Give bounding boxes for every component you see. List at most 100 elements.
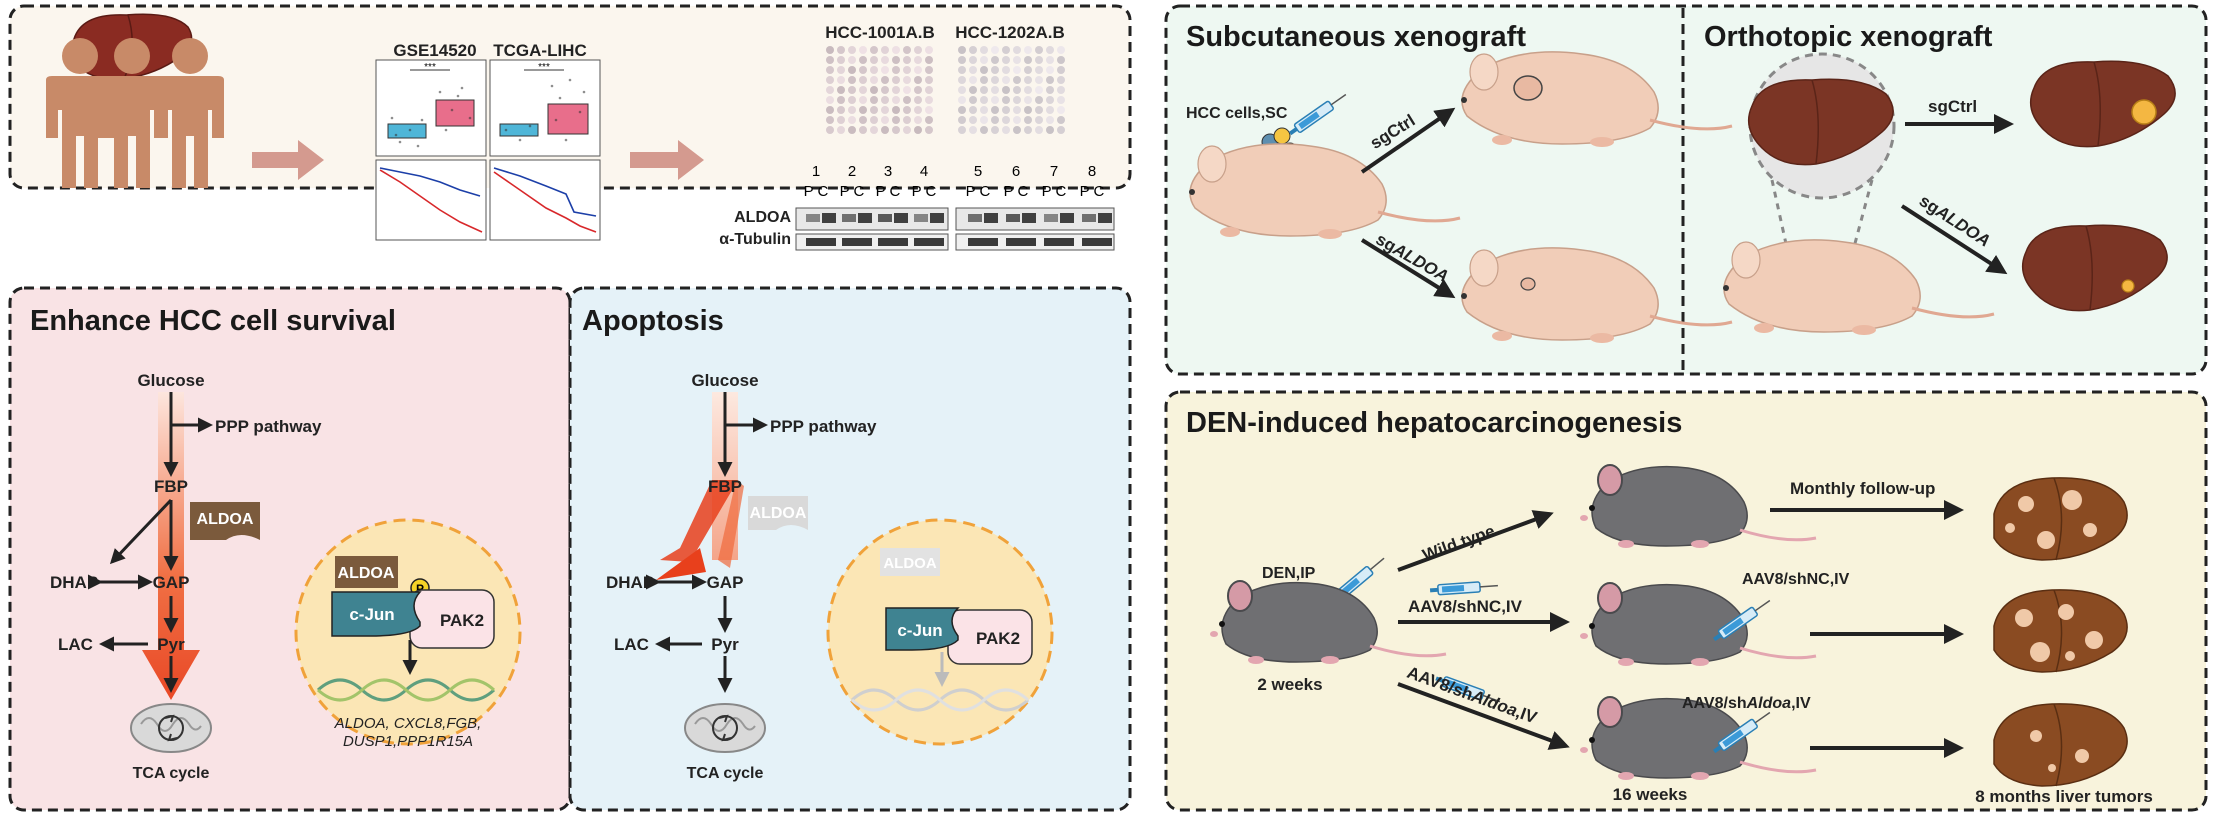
lane-pc-label: P C xyxy=(912,183,937,200)
survival-panel: Enhance HCC cell survival Glucose PPP pa… xyxy=(8,286,572,812)
tma-spot xyxy=(1013,106,1021,114)
survival-genes-1: ALDOA, CXCL8,FGB, xyxy=(334,715,482,732)
den-monthly: Monthly follow-up xyxy=(1790,479,1935,498)
lane-number: 2 xyxy=(848,163,856,180)
tma-spot xyxy=(925,56,933,64)
tma-spot xyxy=(881,56,889,64)
survival-title: Enhance HCC cell survival xyxy=(30,305,396,337)
tma-spot xyxy=(1057,56,1065,64)
tma-spot xyxy=(881,46,889,54)
blot-band xyxy=(1082,238,1112,246)
tma-spot xyxy=(980,96,988,104)
tma-spot xyxy=(991,86,999,94)
dna-helix xyxy=(316,678,496,702)
tma-spot xyxy=(826,126,834,134)
diverted-flux-arrow xyxy=(660,480,738,562)
tma-spot xyxy=(1002,76,1010,84)
tma-spot xyxy=(870,116,878,124)
tma-spot xyxy=(870,66,878,74)
tma-spot xyxy=(848,106,856,114)
tma-spot xyxy=(848,66,856,74)
blot-band xyxy=(1044,238,1074,246)
tma-spot xyxy=(859,46,867,54)
blot-band xyxy=(1060,213,1074,223)
tma-spot xyxy=(969,46,977,54)
apoptosis-panel-frame xyxy=(568,286,1132,812)
tma-spot xyxy=(925,66,933,74)
orthotopic-title: Orthotopic xenograft xyxy=(1704,21,1993,53)
tma-spot xyxy=(903,66,911,74)
tma-spot xyxy=(1024,66,1032,74)
tma-spot xyxy=(881,66,889,74)
tma-spot xyxy=(1013,76,1021,84)
tumor-liver-shaldoa xyxy=(1993,703,2128,787)
subcutaneous-cells: HCC cells,SC xyxy=(1186,105,1288,122)
top-panel: GSE14520 TCGA-LIHC *** *** xyxy=(8,4,1132,251)
dna-helix-faded xyxy=(850,688,1030,712)
aldoa-enzyme-faded: ALDOA xyxy=(748,496,808,530)
tma-spot xyxy=(980,126,988,134)
tma-spot xyxy=(969,66,977,74)
tma-spot xyxy=(1002,56,1010,64)
tma-spot xyxy=(892,86,900,94)
aldoa-enzyme: ALDOA xyxy=(190,502,260,540)
apoptosis-aldoa: ALDOA xyxy=(750,505,807,522)
tma-spot xyxy=(914,96,922,104)
tma-spot xyxy=(826,66,834,74)
flow-arrow-icon xyxy=(630,140,704,180)
den-outcome: 8 months liver tumors xyxy=(1975,787,2153,806)
blot-band xyxy=(968,214,982,222)
blot-band xyxy=(914,238,944,246)
tma-spot xyxy=(1046,96,1054,104)
tma-spot xyxy=(958,66,966,74)
blot-band xyxy=(822,213,836,223)
tma-spot xyxy=(1002,106,1010,114)
survival-aldoa-nuclear: ALDOA xyxy=(338,565,395,582)
tma-spot xyxy=(914,106,922,114)
tma-spot xyxy=(980,46,988,54)
tma-spot xyxy=(1046,126,1054,134)
survival-genes-2: DUSP1,PPP1R15A xyxy=(343,733,473,750)
tma-spot xyxy=(980,66,988,74)
tma-spot xyxy=(1013,96,1021,104)
tma-spot xyxy=(958,106,966,114)
tma-label-2: HCC-1202A.B xyxy=(955,23,1065,42)
tma-spot xyxy=(870,126,878,134)
tma-spot xyxy=(1035,96,1043,104)
den-shnc-iv-2: AAV8/shNC,IV xyxy=(1742,571,1850,588)
tma-spot xyxy=(1046,76,1054,84)
flow-arrow-icon xyxy=(252,140,324,180)
tma-spot xyxy=(1046,56,1054,64)
tma-spot xyxy=(980,106,988,114)
lane-number: 6 xyxy=(1012,163,1020,180)
tma-spot xyxy=(881,86,889,94)
tma-spot xyxy=(1013,126,1021,134)
tma-spot xyxy=(958,56,966,64)
tma-spot xyxy=(1002,116,1010,124)
tma-spot xyxy=(859,76,867,84)
apoptosis-title: Apoptosis xyxy=(582,305,724,337)
tma-spot xyxy=(903,106,911,114)
tma-spot xyxy=(903,46,911,54)
lane-number: 8 xyxy=(1088,163,1096,180)
orthotopic-tumor-small xyxy=(2121,279,2135,293)
tma-spot xyxy=(870,76,878,84)
survival-panel-frame xyxy=(8,286,572,812)
tma-spot xyxy=(1035,126,1043,134)
survival-curve-panel-2 xyxy=(489,159,601,241)
mitochondrion-icon xyxy=(130,703,212,753)
tma-spot xyxy=(969,96,977,104)
blot-band xyxy=(806,214,820,222)
orthotopic-sgctrl: sgCtrl xyxy=(1928,97,1977,116)
blot-band xyxy=(984,213,998,223)
tma-spot xyxy=(991,126,999,134)
tma-spot xyxy=(1002,96,1010,104)
tma-spot xyxy=(870,106,878,114)
tma-spot xyxy=(859,96,867,104)
blot-band xyxy=(858,213,872,223)
den-title: DEN-induced hepatocarcinogenesis xyxy=(1186,407,1682,439)
tma-spot xyxy=(892,66,900,74)
tma-spot xyxy=(1024,106,1032,114)
dataset-label-2: TCGA-LIHC xyxy=(493,41,586,60)
tma-spot xyxy=(1035,66,1043,74)
